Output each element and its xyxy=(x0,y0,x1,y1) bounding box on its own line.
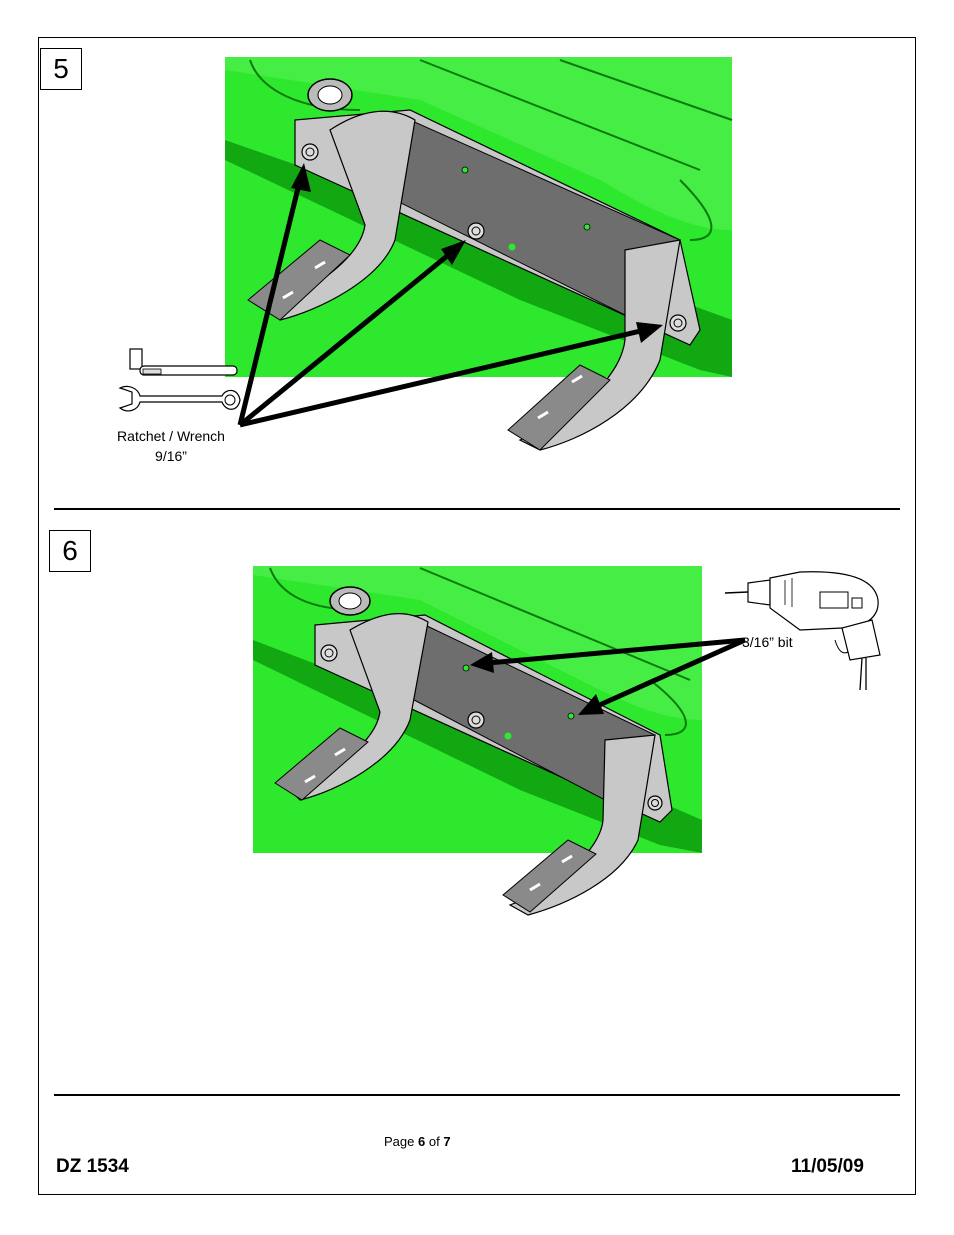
tool-label-line-2: 9/16” xyxy=(155,448,187,464)
page-number: Page 6 of 7 xyxy=(384,1134,451,1149)
section-divider xyxy=(54,508,900,510)
page-total: 7 xyxy=(443,1134,451,1149)
step-5-tool-label: Ratchet / Wrench 9/16” xyxy=(96,426,246,466)
footer-divider xyxy=(54,1094,900,1096)
doc-id: DZ 1534 xyxy=(56,1156,129,1177)
page-frame xyxy=(38,37,916,1195)
step-6-tool-label: 3/16” bit xyxy=(742,634,793,650)
page-prefix: Page xyxy=(384,1134,415,1149)
page-current: 6 xyxy=(418,1134,426,1149)
step-6-number: 6 xyxy=(49,530,91,572)
doc-date: 11/05/09 xyxy=(791,1156,864,1177)
step-5-number: 5 xyxy=(40,48,82,90)
tool-label-line-1: Ratchet / Wrench xyxy=(117,428,225,444)
page-of: of xyxy=(428,1134,440,1149)
